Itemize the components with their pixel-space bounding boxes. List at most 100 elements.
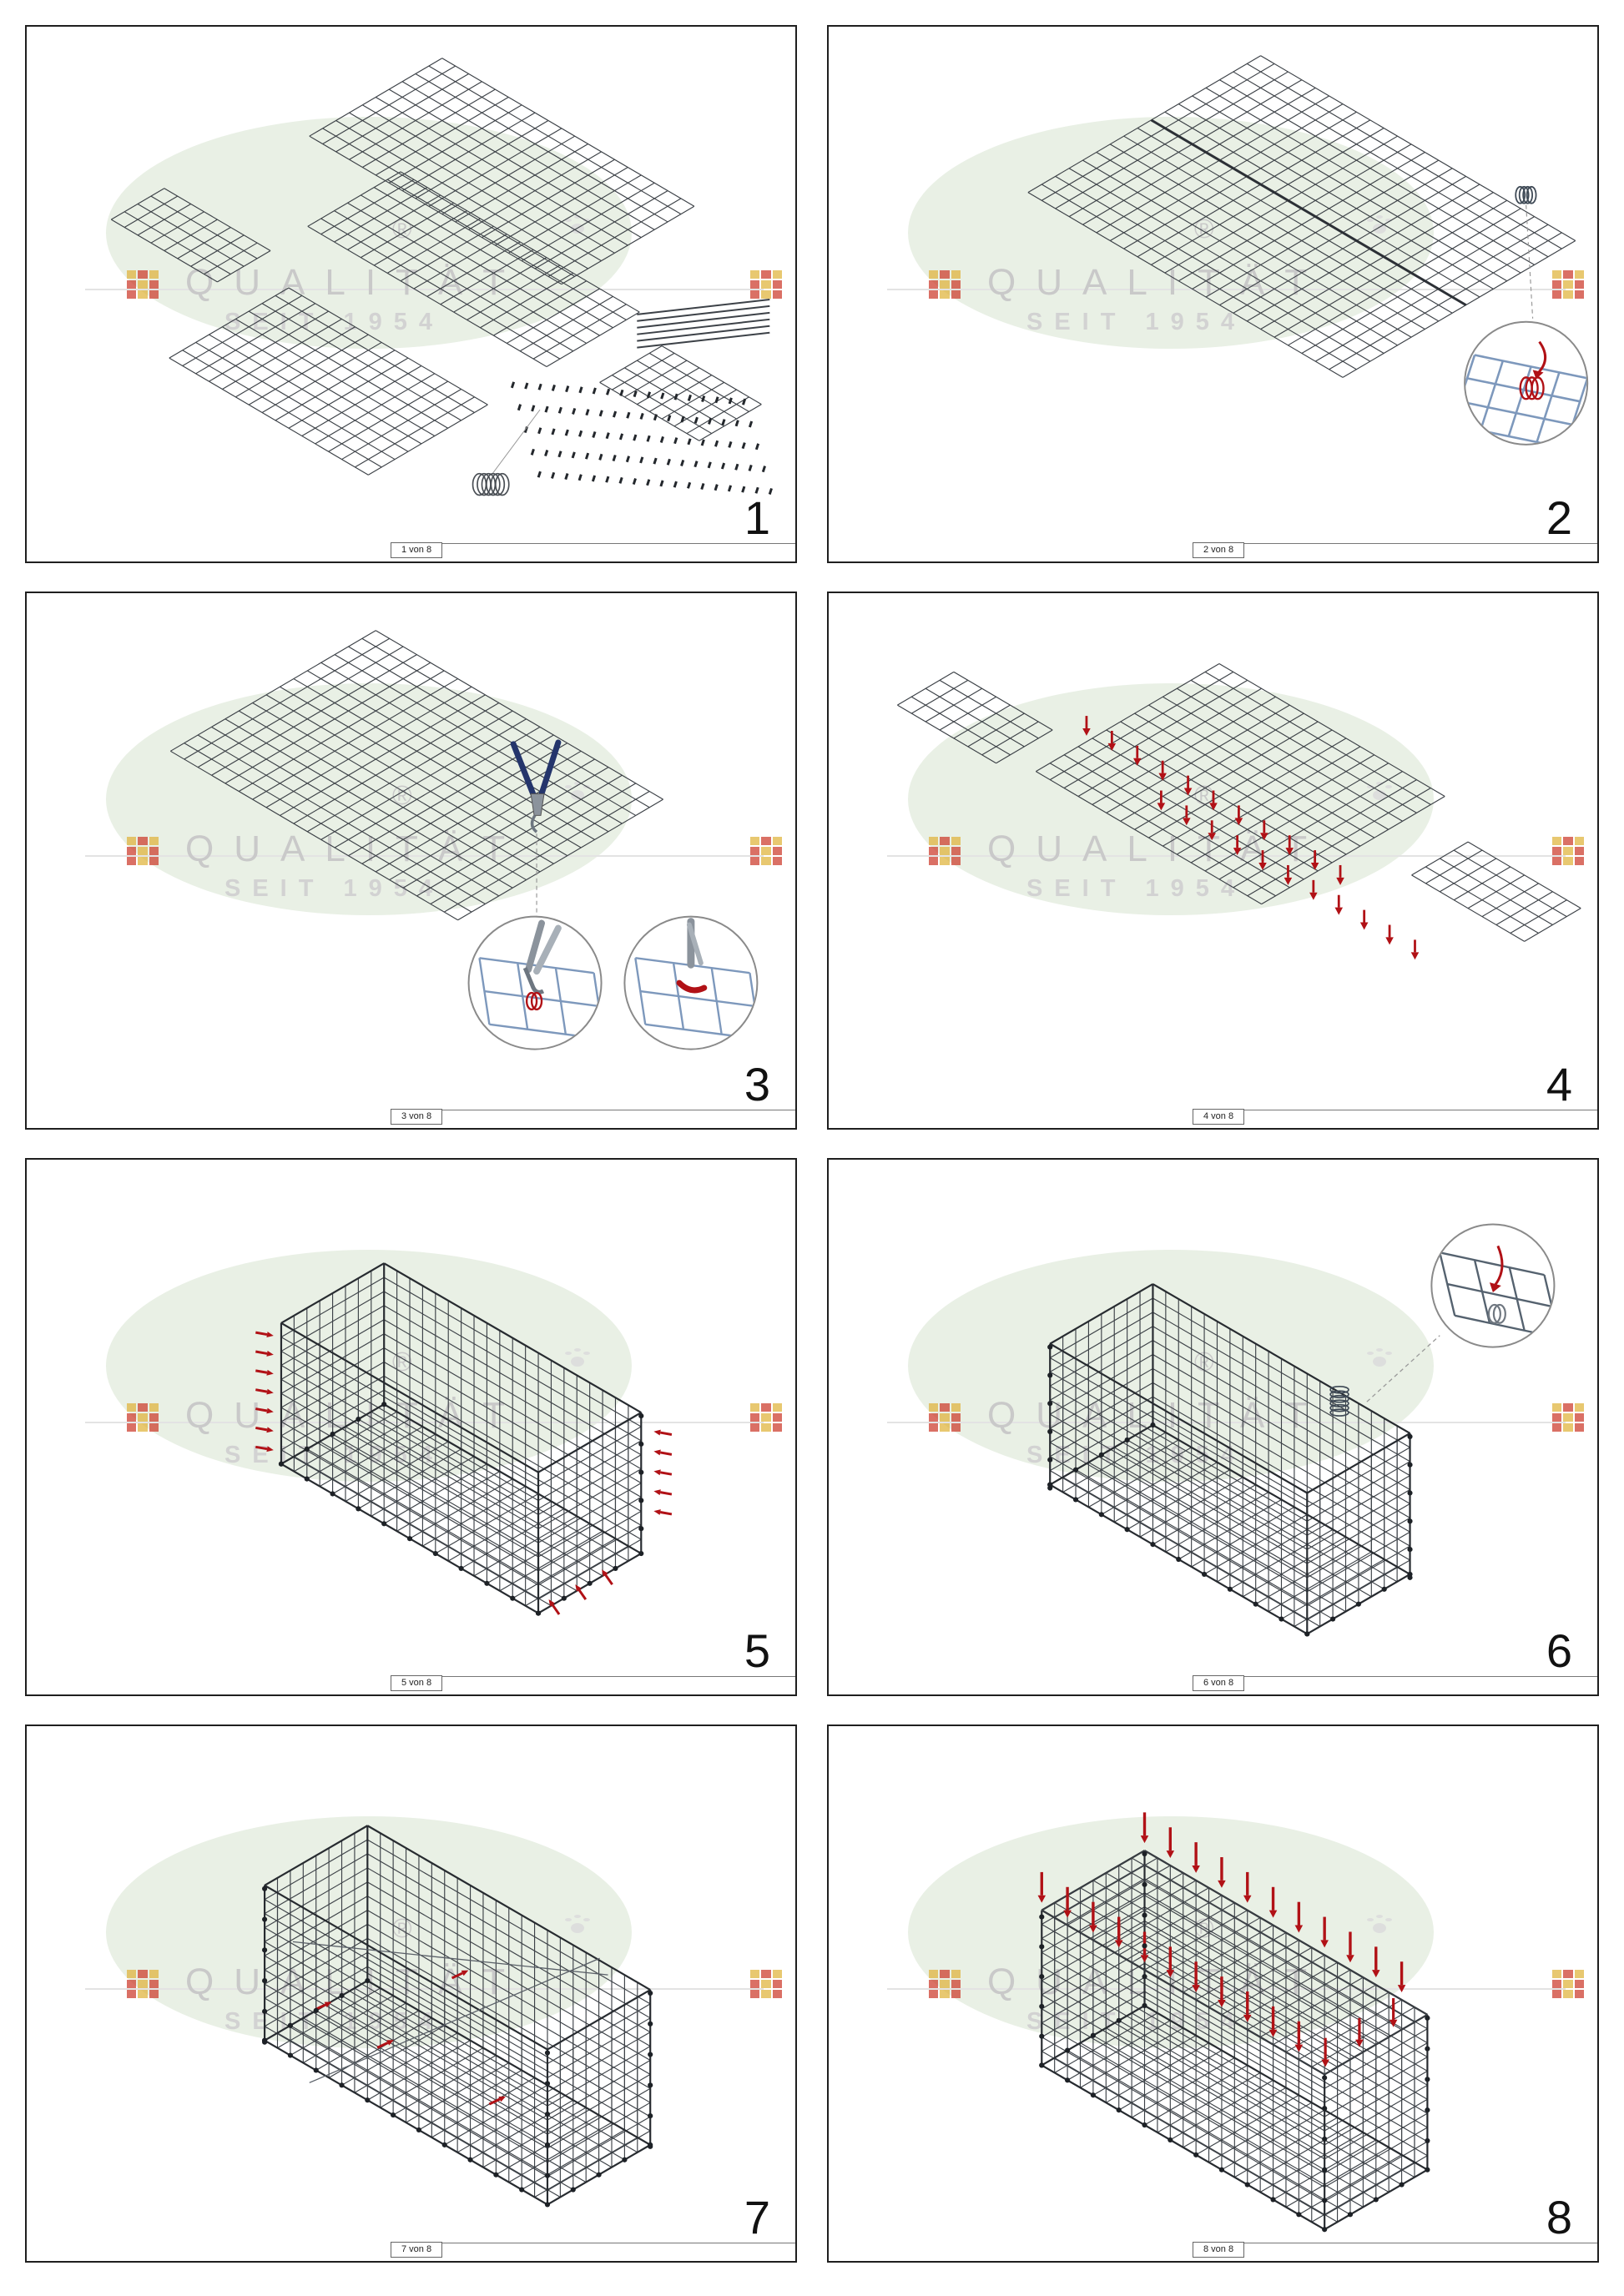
paw-print-icon xyxy=(571,1923,584,1933)
clip-part xyxy=(721,419,726,426)
connector-knob xyxy=(1116,2017,1122,2023)
press-arrow-icon xyxy=(1336,864,1344,885)
connector-knob xyxy=(1039,1914,1045,1920)
connector-knob xyxy=(1330,1616,1336,1622)
connector-knob xyxy=(339,2082,345,2088)
press-arrow-icon xyxy=(1294,1901,1304,1933)
clip-part xyxy=(727,485,733,492)
connector-knob xyxy=(1253,1601,1258,1607)
title-block-rule xyxy=(391,543,795,544)
spiral-pin-icon xyxy=(255,1407,274,1414)
clip-part xyxy=(659,480,664,487)
step-number: 2 xyxy=(1546,491,1572,544)
page-indicator: 3 von 8 xyxy=(391,1109,443,1125)
clip-part xyxy=(612,454,617,462)
connector-knob xyxy=(313,2007,319,2013)
connector-knob xyxy=(1355,1601,1361,1607)
clip-part xyxy=(591,475,597,482)
press-arrow-icon xyxy=(1258,850,1267,870)
connector-knob xyxy=(278,1461,285,1467)
clip-part xyxy=(693,416,699,424)
connector-knob xyxy=(262,1947,268,1953)
connector-knob xyxy=(1047,1428,1053,1435)
connector-knob xyxy=(1072,1467,1079,1473)
connector-knob xyxy=(356,1416,361,1422)
watermark-rule xyxy=(85,855,764,857)
clip-part xyxy=(578,430,583,437)
assembly-step-panel-5: QUALITÄT SEIT 1954 ® 5 5 von 8 xyxy=(25,1158,797,1696)
step-number: 6 xyxy=(1546,1624,1572,1677)
connector-knob xyxy=(1047,1457,1053,1463)
watermark-rule xyxy=(85,1422,764,1423)
assembly-step-panel-1: QUALITÄT SEIT 1954 ® 1 1 von 8 xyxy=(25,25,797,563)
connector-knob xyxy=(1072,1497,1079,1503)
wire-mesh-panel xyxy=(307,171,640,367)
spiral-binder-icon xyxy=(1515,185,1537,204)
connector-knob xyxy=(561,1595,567,1601)
clip-part xyxy=(632,478,637,486)
connector-knob xyxy=(365,1978,371,1984)
connector-knob xyxy=(1425,2137,1430,2143)
press-arrow-icon xyxy=(1243,1991,1252,2022)
press-arrow-icon xyxy=(1310,850,1319,870)
connector-knob xyxy=(339,1992,345,1999)
clip-part xyxy=(646,479,651,486)
press-arrow-icon xyxy=(1234,805,1243,826)
connector-knob xyxy=(262,2039,268,2045)
clip-part xyxy=(687,481,692,489)
clip-part xyxy=(606,388,611,395)
connector-knob xyxy=(356,1506,361,1512)
connector-knob xyxy=(1244,2182,1250,2188)
connector-knob xyxy=(1407,1433,1413,1440)
page-indicator: 2 von 8 xyxy=(1193,542,1245,558)
connector-knob xyxy=(484,1580,490,1586)
assembly-step-panel-3: QUALITÄT SEIT 1954 ® 3 3 von 8 xyxy=(25,592,797,1130)
connector-knob xyxy=(1047,1372,1053,1378)
clip-part xyxy=(564,473,569,481)
clip-part xyxy=(618,433,624,441)
press-arrow-icon xyxy=(1334,894,1344,915)
connector-knob xyxy=(648,2113,653,2119)
connector-knob xyxy=(648,2082,653,2088)
press-arrow-icon xyxy=(1132,745,1142,766)
connector-knob xyxy=(1399,2182,1405,2188)
connector-knob xyxy=(1124,1437,1130,1443)
press-arrow-icon xyxy=(1218,1857,1226,1888)
connector-knob xyxy=(262,1886,268,1891)
connector-knob xyxy=(1142,2002,1147,2008)
brand-logo-icon xyxy=(929,1403,961,1432)
spiral-pin-icon xyxy=(488,2096,507,2106)
spiral-pin-icon xyxy=(255,1426,274,1433)
clip-part xyxy=(707,461,712,469)
watermark-since-text: SEIT 1954 xyxy=(224,875,445,902)
connector-knob xyxy=(1373,2197,1379,2203)
connector-knob xyxy=(544,2173,551,2178)
clip-part xyxy=(531,405,536,412)
clip-part xyxy=(693,461,699,468)
clip-part xyxy=(557,451,562,458)
press-arrow-icon xyxy=(1285,835,1294,856)
connector-knob xyxy=(1116,2107,1122,2113)
watermark-rule xyxy=(85,289,764,290)
wire-mesh-panel xyxy=(897,671,1053,764)
clip-part xyxy=(557,406,562,414)
connector-knob xyxy=(365,2097,371,2103)
connector-knob xyxy=(535,1610,542,1616)
connector-knob xyxy=(648,2021,653,2027)
connector-knob xyxy=(1039,2003,1045,2009)
connector-knob xyxy=(648,2143,653,2149)
connector-knob xyxy=(432,1550,438,1557)
press-arrow-icon xyxy=(1037,1871,1047,1903)
paw-print-icon xyxy=(1373,1357,1386,1367)
spiral-pin-icon xyxy=(255,1331,274,1337)
connector-knob xyxy=(1168,2137,1173,2142)
press-arrow-icon xyxy=(1359,909,1369,930)
spiral-pin-icon xyxy=(376,2040,394,2049)
paw-print-icon xyxy=(1373,1923,1386,1933)
spiral-pin-icon xyxy=(653,1449,673,1456)
page-indicator: 1 von 8 xyxy=(391,542,443,558)
watermark-rule xyxy=(887,289,1566,290)
clip-part xyxy=(605,432,610,440)
connector-knob xyxy=(638,1498,644,1503)
